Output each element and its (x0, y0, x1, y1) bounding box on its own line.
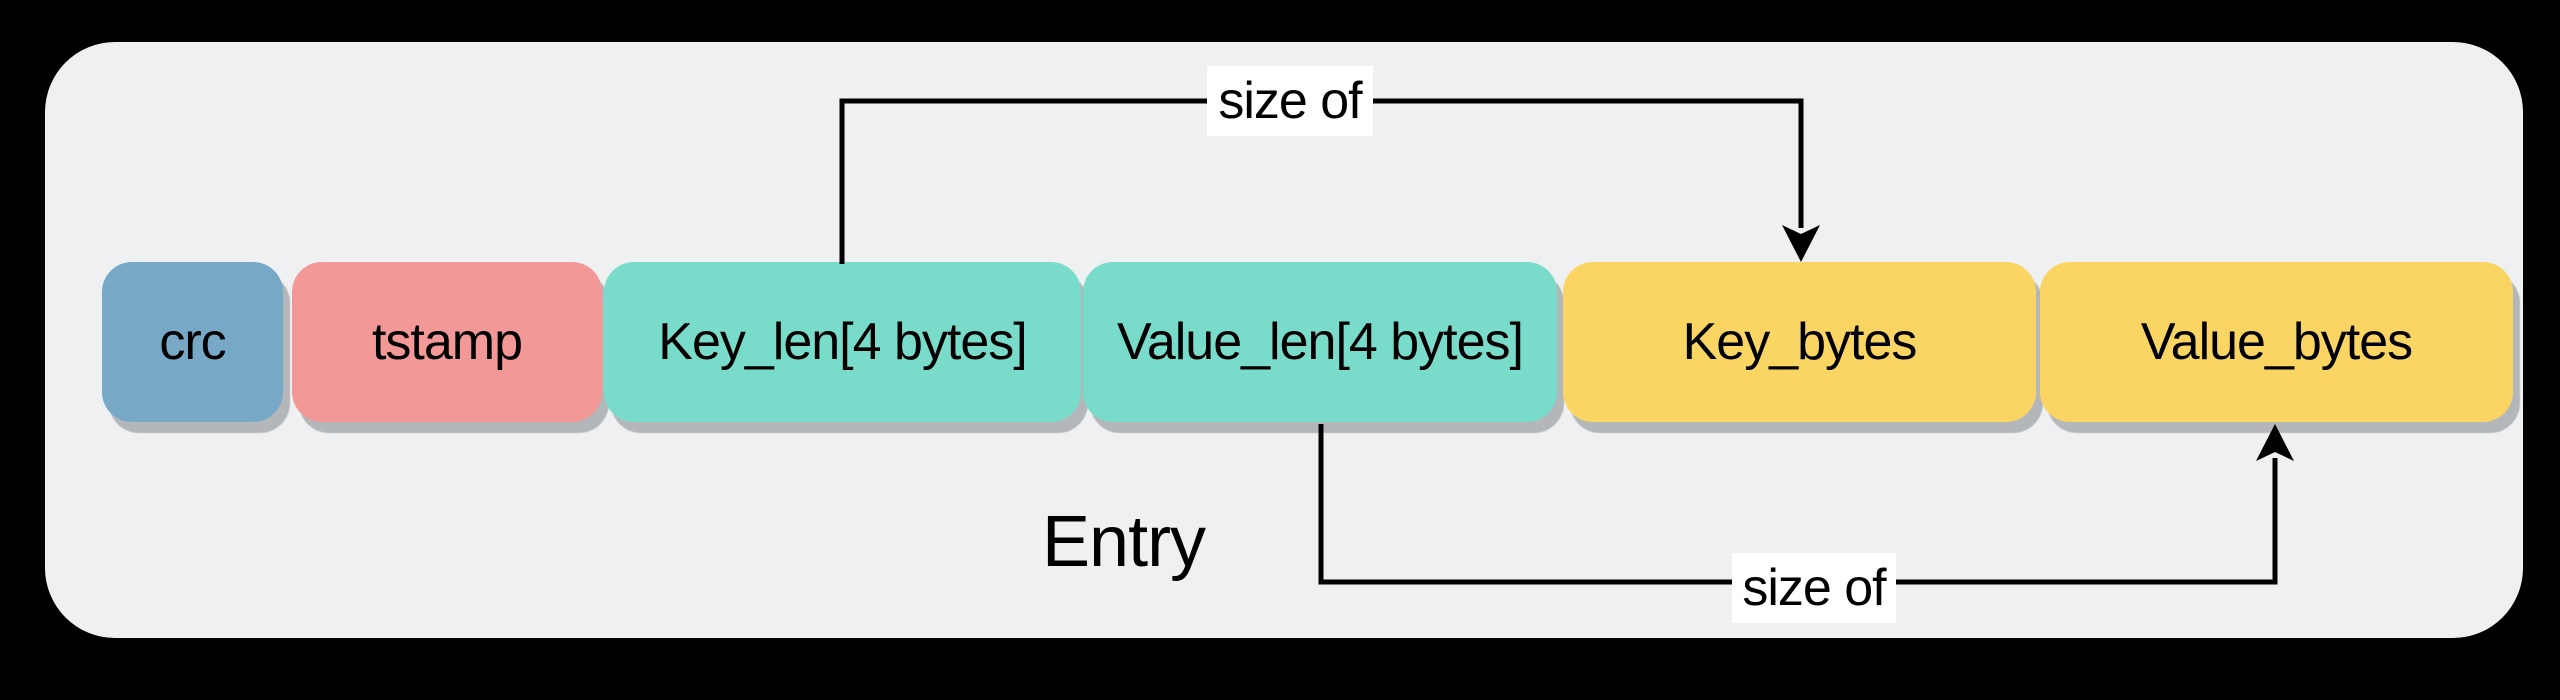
field-label-tstamp: tstamp (371, 313, 523, 371)
size-of-label-top: size of (1207, 66, 1373, 136)
field-label-crc: crc (159, 313, 226, 371)
field-label-value-bytes: Value_bytes (2140, 313, 2413, 371)
field-box-key-len: Key_len[4 bytes] (604, 262, 1081, 422)
field-box-value-bytes: Value_bytes (2040, 262, 2513, 422)
field-box-key-bytes: Key_bytes (1563, 262, 2036, 422)
field-box-tstamp: tstamp (292, 262, 602, 422)
field-label-key-bytes: Key_bytes (1682, 313, 1918, 371)
size-of-label-bottom: size of (1732, 553, 1896, 623)
field-label-value-len: Value_len[4 bytes] (1117, 313, 1524, 371)
field-box-crc: crc (102, 262, 283, 422)
field-box-value-len: Value_len[4 bytes] (1083, 262, 1557, 422)
field-label-key-len: Key_len[4 bytes] (658, 313, 1027, 371)
diagram-title: Entry (1042, 502, 1206, 582)
